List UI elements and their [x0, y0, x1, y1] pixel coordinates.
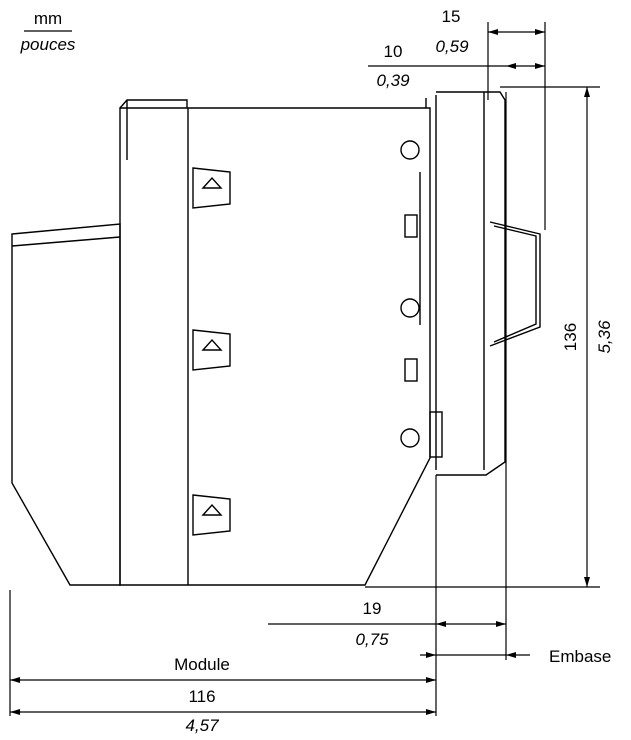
triangle-latches: [192, 167, 231, 536]
unit-mm-label: mm: [34, 9, 62, 28]
din-rail-inner: [493, 225, 537, 343]
dim-15-mm: 15: [442, 7, 461, 26]
terminal-circle-3: [400, 428, 420, 448]
housing-outline: [119, 107, 431, 586]
embase-outline: [436, 91, 506, 476]
arrow-icon: [436, 621, 446, 627]
din-rail: [489, 221, 541, 347]
dim-19-in: 0,75: [355, 630, 389, 649]
triangle-icon: [201, 176, 223, 189]
triangle-icon: [201, 338, 223, 351]
dim-10-mm: 10: [384, 42, 403, 61]
terminal-circle-2: [400, 298, 420, 318]
latch-slot-2: [192, 329, 231, 371]
dim-136-mm: 136: [561, 323, 580, 351]
clip-2: [404, 358, 418, 382]
arrow-icon: [535, 29, 545, 35]
arrow-icon: [496, 621, 506, 627]
embase-label: Embase: [549, 647, 611, 666]
left-cover-edge: [11, 236, 121, 247]
unit-legend: mm pouces: [20, 9, 76, 54]
module-label: Module: [174, 655, 230, 674]
clip-1: [404, 214, 418, 238]
triangle-icon: [201, 503, 223, 516]
dim-136-in: 5,36: [595, 320, 614, 354]
dim-116-in: 4,57: [185, 716, 219, 735]
latch-slot-1: [192, 167, 231, 209]
arrow-icon: [426, 677, 436, 683]
dim-116-mm: 116: [188, 687, 215, 706]
arrow-icon: [10, 677, 20, 683]
arrowheads: [10, 29, 590, 715]
arrow-icon: [506, 63, 516, 69]
terminal-circle-1: [400, 140, 420, 160]
dimension-labels: 15 0,59 10 0,39 136 5,36 19 0,75 Embase …: [174, 7, 614, 735]
dim-19-mm: 19: [363, 599, 382, 618]
arrow-icon: [506, 652, 516, 658]
dimension-lines: [9, 22, 600, 716]
arrow-icon: [10, 709, 20, 715]
left-cover-outline: [11, 223, 121, 586]
latch-slot-3: [192, 494, 231, 536]
dim-10-in: 0,39: [376, 71, 410, 90]
arrow-icon: [488, 29, 498, 35]
arrow-icon: [584, 87, 590, 97]
dim-15-in: 0,59: [435, 37, 469, 56]
arrow-icon: [426, 709, 436, 715]
latch: [429, 411, 443, 458]
module-body: [11, 91, 541, 586]
arrow-icon: [535, 63, 545, 69]
unit-pouces-label: pouces: [20, 35, 76, 54]
arrow-icon: [426, 652, 436, 658]
terminals: [400, 140, 420, 448]
arrow-icon: [584, 577, 590, 587]
top-chamfer: [119, 99, 188, 109]
